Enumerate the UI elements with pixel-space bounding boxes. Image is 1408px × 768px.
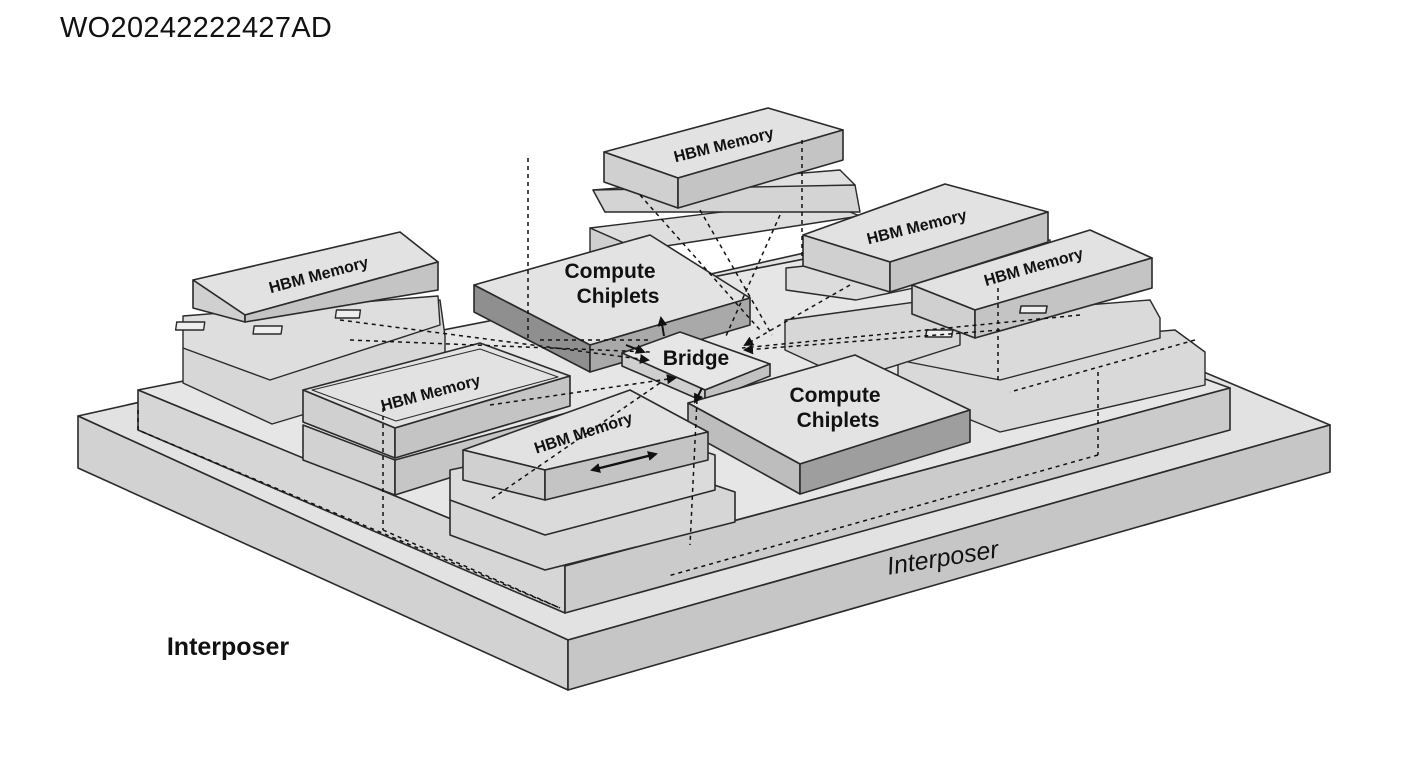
bridge-label: Bridge bbox=[663, 347, 730, 370]
interposer-left-label: Interposer bbox=[167, 633, 290, 661]
document-id: WO20242222427AD bbox=[60, 12, 333, 44]
signal-paths bbox=[137, 140, 1196, 609]
hbm-module-far-right: HBM Memory bbox=[911, 229, 1153, 339]
bridge-arrows bbox=[625, 316, 704, 404]
compute-chiplet-b-label-line1: Compute bbox=[790, 384, 881, 407]
hbm-stack-front: HBM Memory bbox=[449, 389, 736, 571]
bidirectional-arrow bbox=[590, 451, 658, 473]
hbm-module-left: HBM Memory bbox=[192, 231, 439, 323]
compute-chiplet-a-label-line2: Chiplets bbox=[577, 285, 660, 308]
hbm-module-right-center: HBM Memory bbox=[802, 183, 1049, 293]
compute-chiplet-a-label-line1: Compute bbox=[565, 260, 656, 283]
compute-chiplet-b-label-line2: Chiplets bbox=[797, 409, 880, 432]
bridge: Bridge bbox=[621, 331, 771, 403]
